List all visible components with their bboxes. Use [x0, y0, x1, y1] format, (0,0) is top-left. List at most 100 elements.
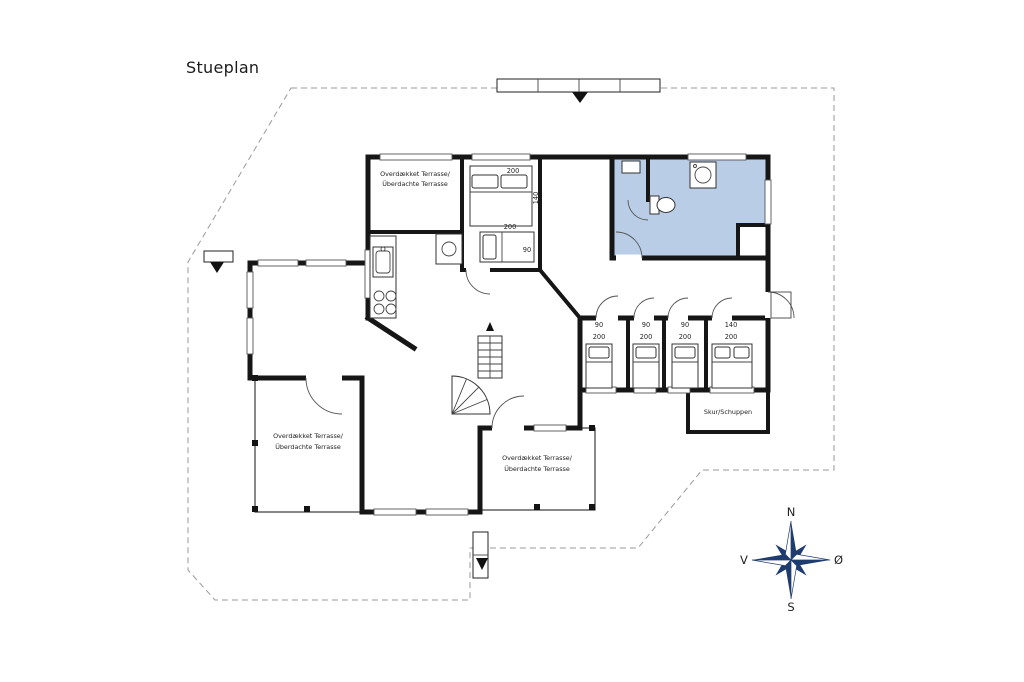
washbasin [621, 160, 641, 174]
staircase [451, 322, 503, 415]
window [379, 153, 453, 161]
door-gap-terrace-bottom [492, 424, 524, 432]
compass-point-s-light [790, 559, 798, 600]
terrace-left-label-line1: Overdækket Terrasse/ [273, 432, 344, 440]
dim-room3-width: 90 [681, 321, 689, 329]
compass-point-w-light [751, 559, 792, 567]
kitchen-unit [435, 233, 463, 265]
door-swings [305, 199, 795, 429]
dim-room4-length: 200 [725, 333, 738, 341]
terrace-post [252, 506, 258, 512]
bed-room4 [711, 343, 753, 389]
pillow [482, 234, 497, 260]
door-gap-entrance [765, 292, 772, 318]
pillow [733, 346, 750, 359]
window [373, 508, 417, 516]
dim-bed-single-length: 200 [504, 223, 517, 231]
window [425, 508, 469, 516]
marker-divisions [537, 79, 621, 92]
door-arc-bedroom-top [465, 269, 491, 295]
compass-point-n [791, 521, 797, 560]
terrace-bottom-label-line1: Overdækket Terrasse/ [502, 454, 573, 462]
marker-bar [203, 250, 234, 263]
door-gap-bedroom3 [668, 315, 688, 322]
terrace-post [589, 504, 595, 510]
compass-point-e [791, 560, 830, 566]
terrace-top-label-line2: Überdachte Terrasse [382, 179, 448, 188]
washing-machine-drum-icon [694, 166, 712, 184]
window [471, 153, 531, 161]
bed-room3 [671, 343, 699, 389]
window [533, 424, 567, 432]
dim-bed-double-length: 200 [507, 167, 520, 175]
terrace-post [304, 506, 310, 512]
window [305, 259, 347, 267]
door-arc-terrace-bottom [491, 395, 525, 429]
property-boundary [187, 87, 835, 601]
pillow [674, 346, 696, 359]
terrace-post [252, 440, 258, 446]
door-arc-bedroom3 [667, 297, 689, 319]
door-arc-terrace-left [305, 377, 343, 415]
terrace-left-label-line2: Überdachte Terrasse [275, 442, 341, 451]
compass-label-west: V [740, 553, 748, 567]
dim-room1-length: 200 [593, 333, 606, 341]
door-gap-bedroom-top [466, 266, 490, 274]
stove-burner-icon [385, 290, 397, 302]
kitchen-unit-sink [441, 241, 457, 257]
door-gap-bedroom4 [712, 315, 732, 322]
pillow [588, 346, 610, 359]
bed-room1 [585, 343, 613, 389]
boundary-outline [187, 87, 835, 601]
winder-treads [451, 378, 488, 415]
compass-light-points [751, 520, 831, 600]
compass-point-s [785, 560, 791, 599]
marker-bar [496, 78, 661, 93]
window [764, 179, 772, 225]
plan-labels: Overdækket Terrasse/ Überdachte Terrasse… [273, 167, 752, 473]
marker-arrow-icon [210, 262, 224, 273]
door-gap-bath [616, 254, 642, 262]
door-arc-wc [627, 199, 649, 221]
compass-point-n-light [784, 520, 792, 561]
door-arc-bedroom4 [711, 297, 733, 319]
page-title: Stueplan [186, 58, 260, 77]
door-arc-bedroom1 [595, 295, 619, 319]
compass-point-e-light [790, 553, 831, 561]
washing-machine-knob-icon [693, 164, 697, 168]
kitchen-fixtures [369, 233, 463, 319]
entrance-marker-top [496, 78, 661, 103]
shed-label: Skur/Schuppen [704, 408, 752, 416]
dim-room2-length: 200 [640, 333, 653, 341]
door-arc-bedroom2 [633, 297, 655, 319]
compass-label-north: N [787, 505, 796, 519]
bed-single-top [479, 231, 535, 263]
compass-label-east: Ø [834, 553, 843, 567]
terrace-post [589, 425, 595, 431]
dim-room1-width: 90 [595, 321, 603, 329]
terrace-post [534, 504, 540, 510]
beds [469, 165, 753, 389]
compass-point-w [752, 554, 791, 560]
bathroom-fixtures [621, 160, 717, 215]
terrace-top-label-line1: Overdækket Terrasse/ [380, 170, 451, 178]
pillow [714, 346, 731, 359]
door-gap-terrace-left [306, 375, 342, 382]
window [257, 259, 299, 267]
compass-label-south: S [787, 600, 794, 614]
door-gap-bedroom1 [596, 315, 618, 322]
bed-double-top [469, 165, 533, 227]
entrance-marker-left [203, 250, 234, 273]
bed-room2 [632, 343, 660, 389]
window [687, 153, 747, 161]
door-openings [306, 254, 772, 432]
pillow [500, 174, 528, 189]
toilet-bowl [656, 197, 676, 213]
dim-room3-length: 200 [679, 333, 692, 341]
stair-treads [478, 336, 502, 378]
marker-arrow-icon [572, 92, 588, 103]
marker-arrow-icon [476, 558, 488, 570]
washing-machine [689, 161, 717, 189]
